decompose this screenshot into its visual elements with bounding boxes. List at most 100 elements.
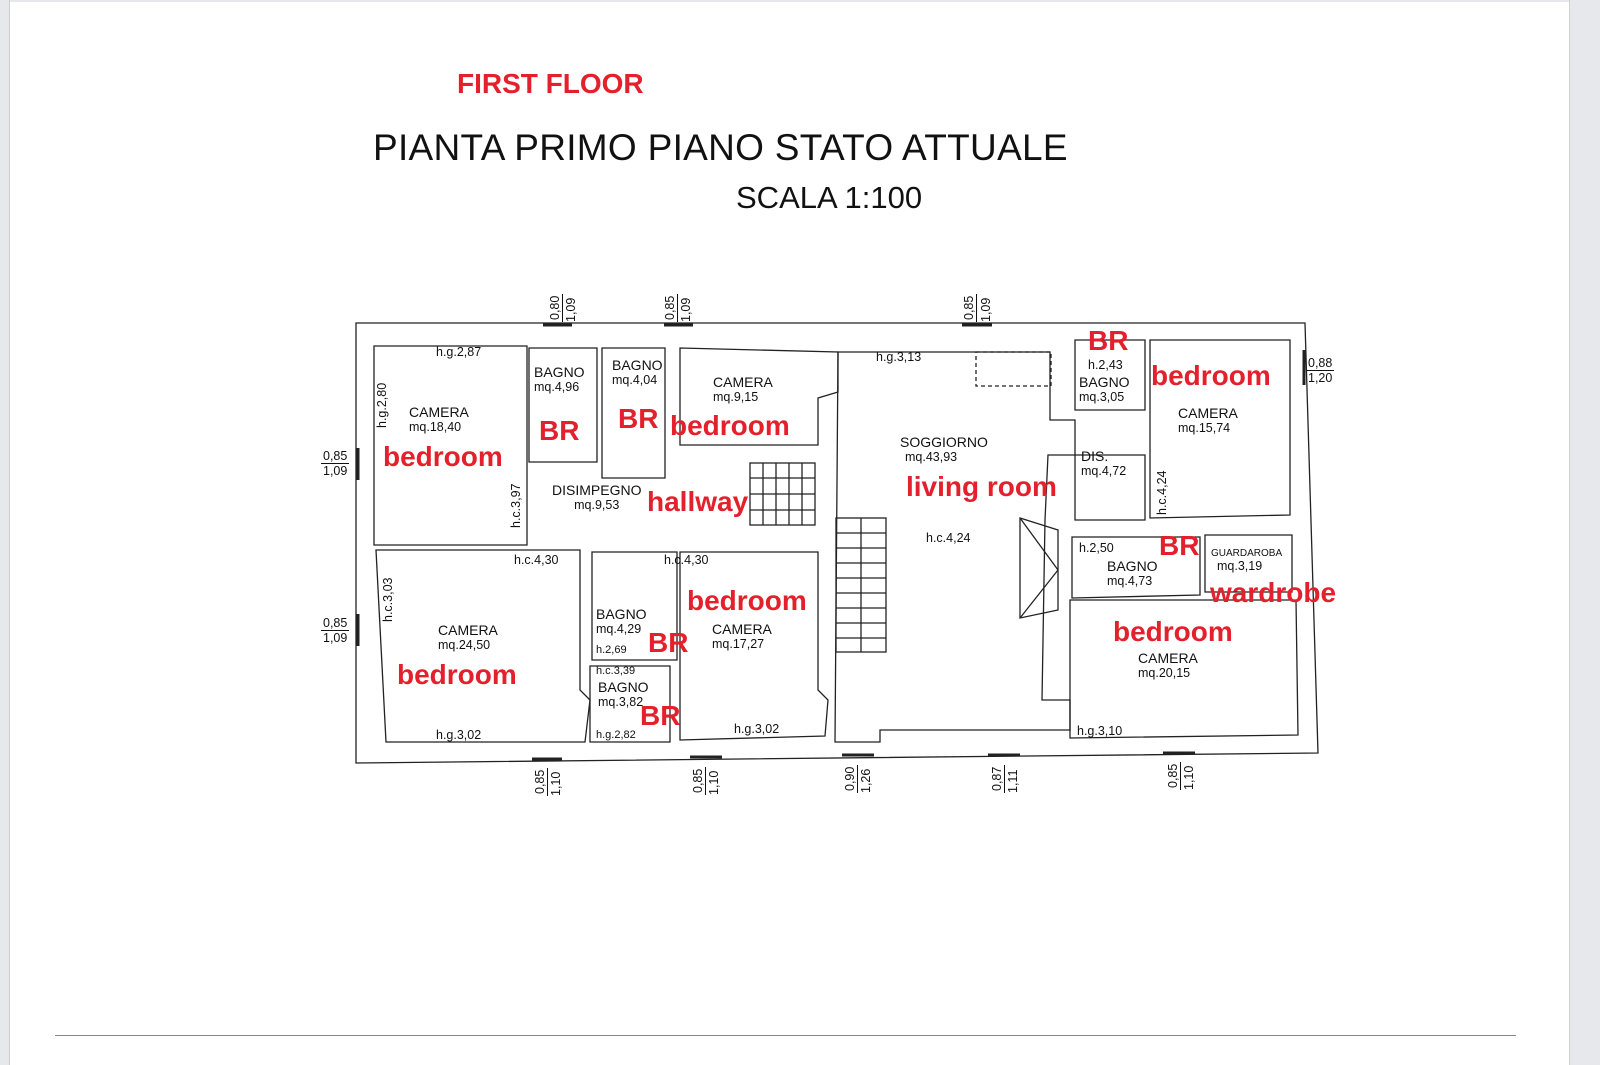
room-camera-17-27 — [679, 551, 829, 741]
room-label: DIS.mq.4,72 — [1081, 448, 1126, 479]
room-area: mq.4,96 — [534, 380, 580, 394]
room-name: DISIMPEGNO — [552, 482, 642, 498]
room-bagno-3-82 — [589, 665, 671, 743]
room-area: mq.4,29 — [596, 622, 642, 636]
height-label: h.g.2,87 — [436, 345, 482, 359]
annotation-label: BR — [618, 403, 659, 434]
window-width: 0,85 — [962, 293, 977, 322]
stair-main — [835, 517, 887, 653]
window-dimension: 0,85 — [533, 767, 548, 796]
page-edge-left — [0, 0, 10, 1065]
room-area: mq.24,50 — [438, 638, 491, 652]
room-name: BAGNO — [534, 364, 585, 380]
window-height: 1,09 — [564, 297, 578, 322]
window-width: 0,85 — [663, 293, 678, 322]
room-bagno-4-04 — [601, 347, 666, 479]
height-label: h.c.3,03 — [381, 577, 395, 622]
room-name: BAGNO — [596, 606, 647, 622]
room-dis — [1074, 454, 1146, 521]
window-width: 0,85 — [1166, 761, 1181, 790]
annotation-label: bedroom — [670, 410, 790, 441]
room-guardaroba — [1204, 534, 1293, 593]
annotation-label: BR — [1088, 325, 1129, 356]
room-name: DIS. — [1081, 448, 1109, 464]
window-dimension: 1,09 — [564, 298, 578, 322]
height-label: h.g.3,10 — [1077, 724, 1123, 738]
room-area: mq.17,27 — [712, 637, 765, 651]
window-dimension: 0,85 — [691, 766, 706, 795]
room-area: mq.9,15 — [713, 390, 759, 404]
room-area: mq.15,74 — [1178, 421, 1231, 435]
window-height: 1,10 — [549, 771, 563, 796]
height-label: h.g.3,02 — [436, 728, 482, 742]
height-label: h.c.3,97 — [509, 483, 523, 528]
height-label: h.g.2,82 — [596, 729, 636, 741]
room-area: mq.3,19 — [1217, 559, 1263, 573]
window-width: 0,85 — [533, 767, 548, 796]
window-dimension: 1,10 — [707, 771, 721, 795]
room-bagno-4-29 — [591, 551, 678, 661]
window-marks — [356, 323, 1306, 761]
window-height: 1,09 — [323, 464, 348, 478]
window-height: 1,11 — [1006, 769, 1020, 793]
annotation-label: bedroom — [397, 659, 517, 690]
window-width: 0,85 — [321, 616, 350, 631]
plan-scale: SCALA 1:100 — [736, 180, 923, 215]
room-name: BAGNO — [1079, 374, 1130, 390]
height-label: h.g.3,13 — [876, 350, 922, 364]
height-label: h.2,43 — [1088, 358, 1123, 372]
height-label: h.c.4,30 — [514, 553, 559, 567]
window-width: 0,85 — [691, 766, 706, 795]
window-dimension: 1,09 — [679, 298, 693, 322]
window-dimension: 1,10 — [1182, 766, 1196, 790]
room-area: mq.43,93 — [905, 450, 958, 464]
room-camera-18-40 — [373, 345, 528, 546]
height-label: h.c.4,24 — [926, 531, 971, 545]
window-height: 1,26 — [859, 768, 873, 793]
annotation-label: living room — [906, 471, 1057, 502]
height-label: h.2,69 — [596, 644, 627, 656]
window-dimension: 1,11 — [1006, 770, 1020, 793]
window-height: 1,09 — [323, 631, 348, 645]
room-camera-20-15 — [1069, 599, 1299, 739]
annotation-label: wardrobe — [1210, 577, 1337, 608]
height-label: h.c.4,24 — [1155, 470, 1169, 515]
annotation-label: bedroom — [1113, 616, 1233, 647]
window-dimension: 0,85 — [663, 293, 678, 322]
window-height: 1,09 — [979, 297, 993, 322]
room-area: mq.4,72 — [1081, 464, 1127, 478]
window-height: 1,20 — [1308, 371, 1333, 385]
height-label: h.c.4,30 — [664, 553, 709, 567]
room-name: CAMERA — [1138, 650, 1198, 666]
room-bagno-4-73 — [1071, 536, 1201, 599]
room-area: mq.3,82 — [598, 695, 644, 709]
room-area: mq.20,15 — [1138, 666, 1191, 680]
room-name: GUARDAROBA — [1211, 548, 1283, 559]
height-label: h.2,50 — [1079, 541, 1114, 555]
footer-divider — [55, 1035, 1516, 1036]
room-name: BAGNO — [612, 357, 663, 373]
room-name: CAMERA — [712, 621, 772, 637]
room-area: mq.3,05 — [1079, 390, 1125, 404]
annotation-label: bedroom — [1151, 360, 1271, 391]
dashed-outline — [975, 351, 1052, 387]
fireplace — [1019, 517, 1059, 619]
room-area: mq.4,04 — [612, 373, 658, 387]
window-height: 1,10 — [1182, 765, 1196, 790]
window-dimension: 1,09 — [979, 298, 993, 322]
annotation-label: BR — [1159, 530, 1200, 561]
